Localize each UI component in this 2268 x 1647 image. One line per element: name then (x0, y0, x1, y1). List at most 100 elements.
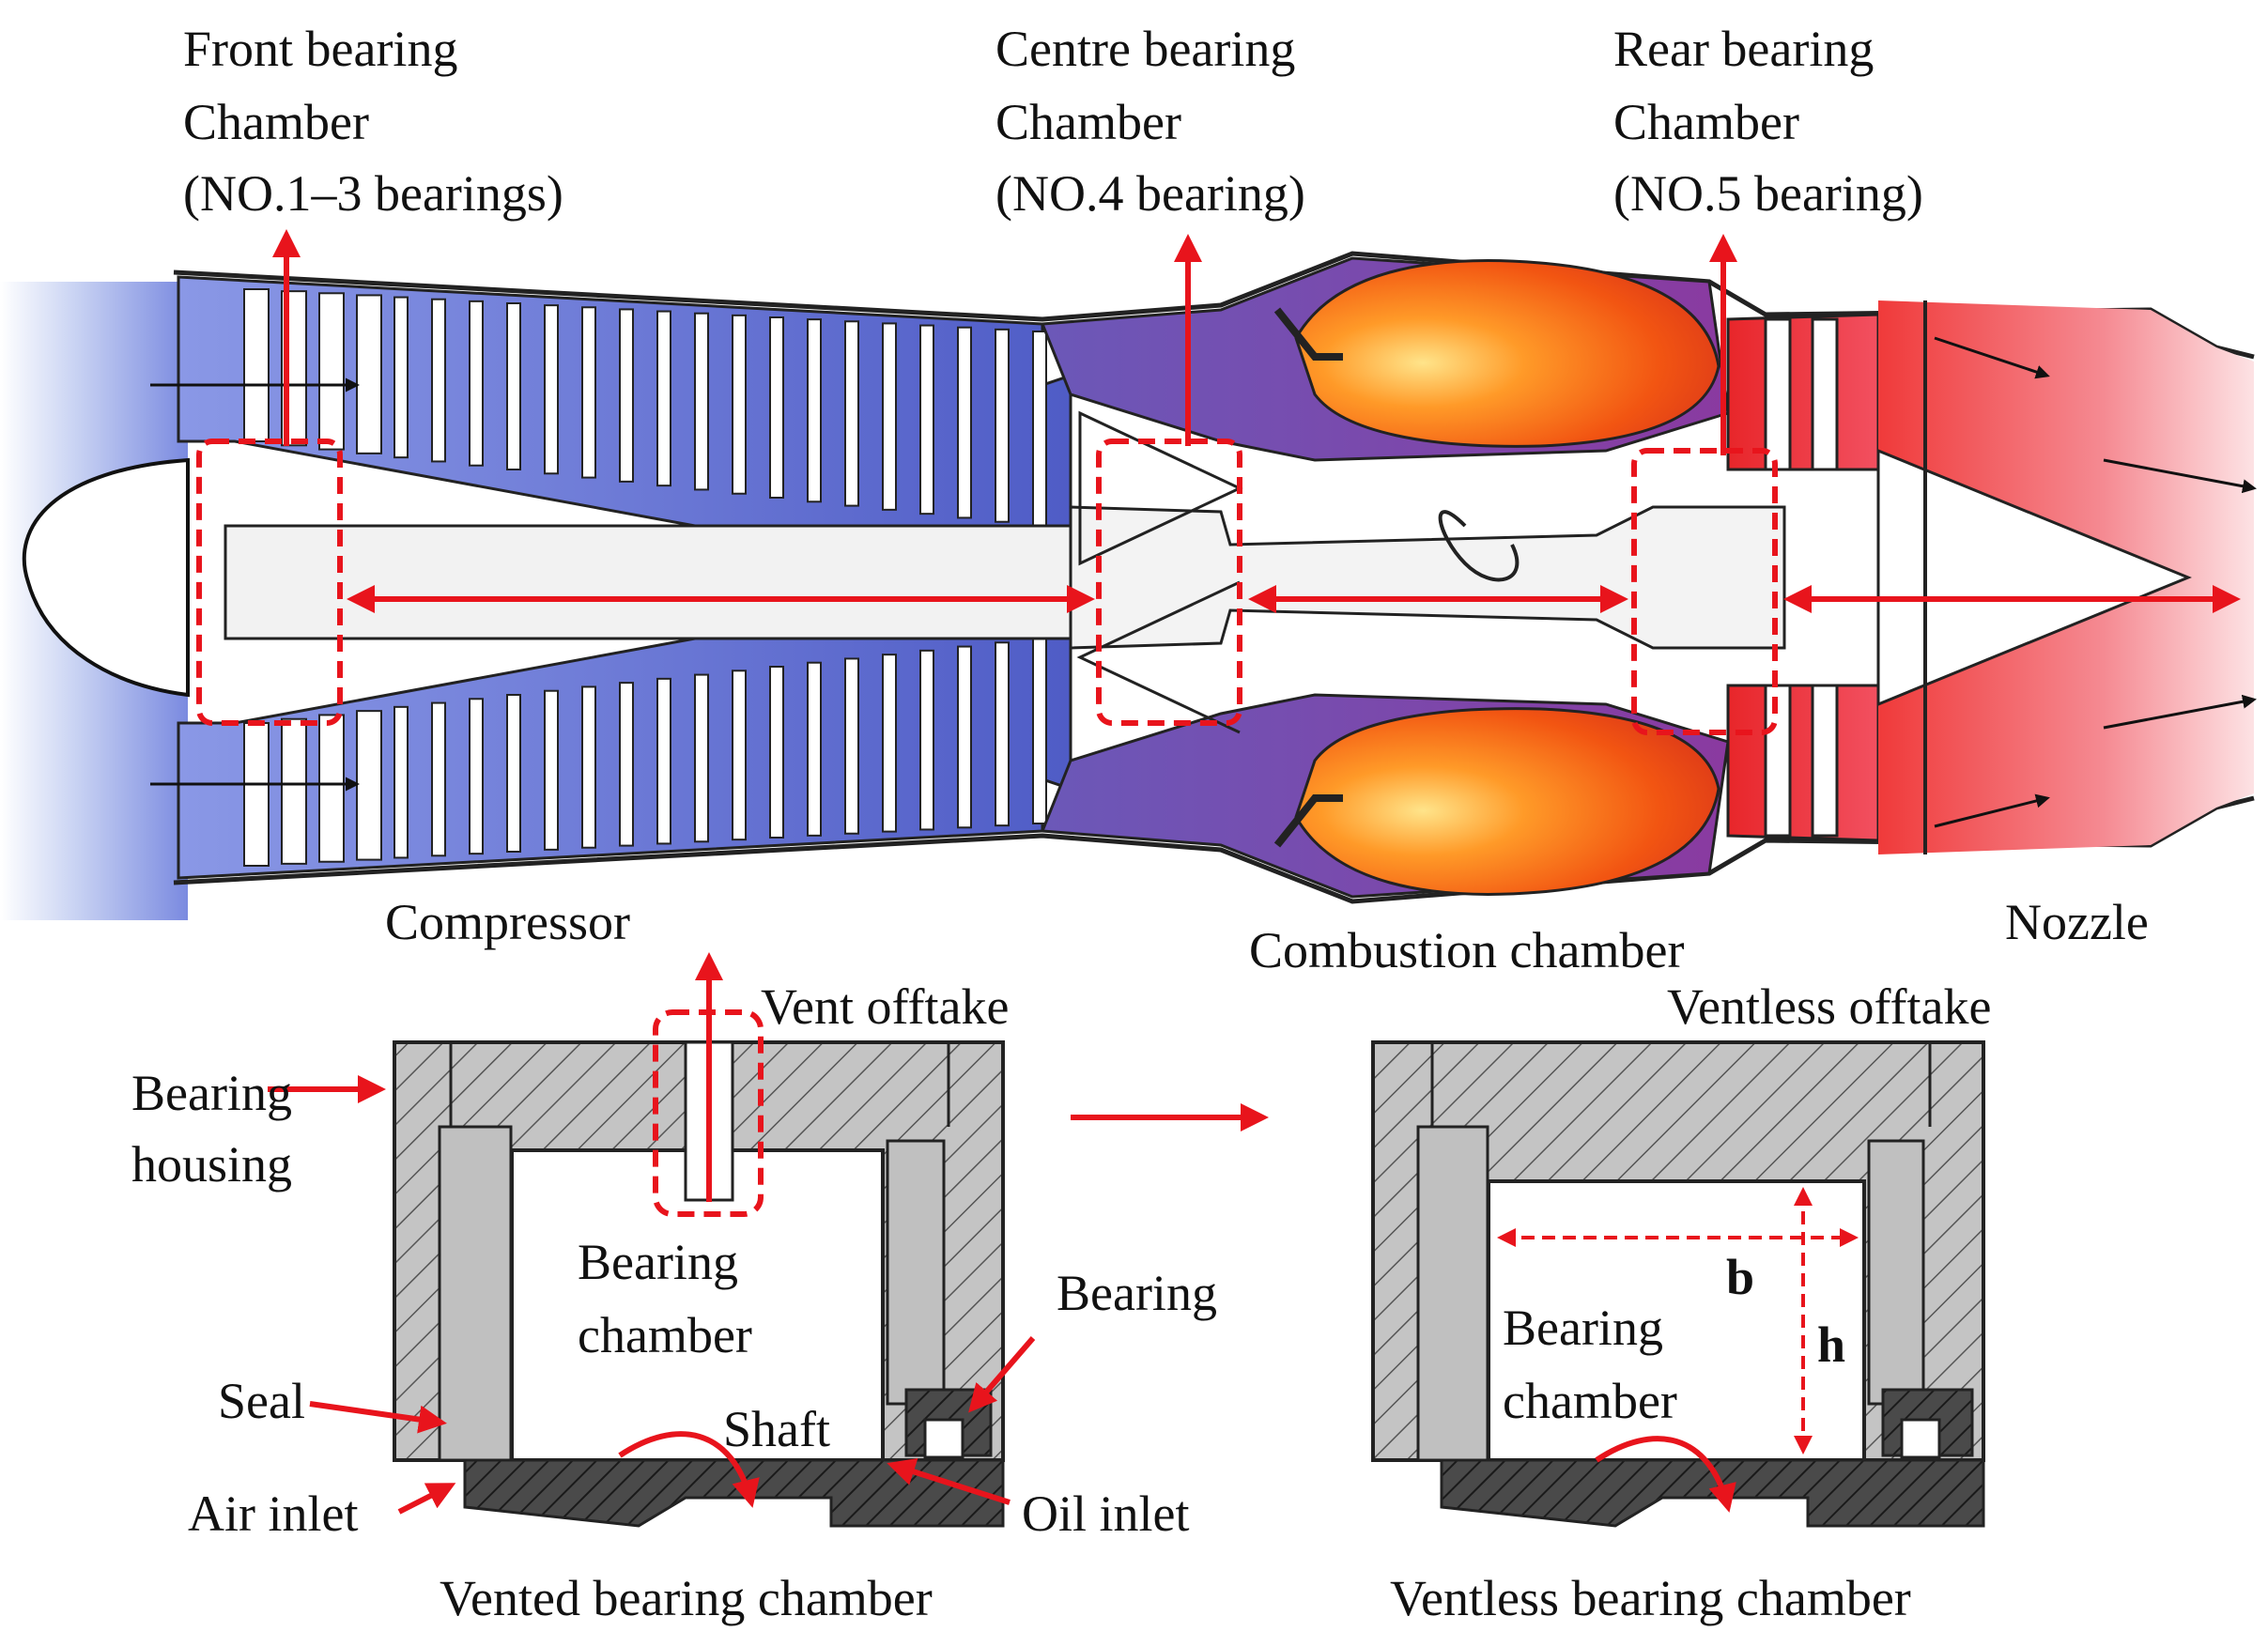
airflow-arrows (150, 336, 2257, 828)
compressor-blade (318, 714, 345, 863)
rear-chamber-box (1631, 448, 1778, 735)
compressor-blade (995, 641, 1010, 827)
flame-can-upper (1294, 259, 1720, 448)
centre-chamber-line3: (NO.4 bearing) (995, 165, 1305, 222)
compressor-blade (506, 694, 521, 853)
bearing-label: Bearing (1057, 1265, 1217, 1321)
rear-chamber-line1: Rear bearing (1613, 21, 1874, 77)
compressor-blade (431, 298, 446, 463)
compressor-blade (919, 324, 934, 516)
compressor-blades (243, 288, 1047, 867)
dimension-h-label: h (1817, 1316, 1845, 1373)
fuel-injector-upper (1273, 307, 1343, 361)
compressor-blade (544, 689, 559, 851)
central-shaft (1069, 505, 1786, 650)
compressor-blade (393, 296, 409, 459)
vented-caption: Vented bearing chamber (440, 1570, 933, 1626)
compressor-blade (281, 717, 307, 865)
compressor-blade (807, 661, 822, 837)
centre-chamber-line2: Chamber (995, 94, 1181, 150)
ventless-seal-right (1867, 1139, 1925, 1406)
compressor-blade (844, 320, 859, 507)
ventless-caption: Ventless bearing chamber (1390, 1570, 1911, 1626)
air-inlet-pointer-arrow (397, 1483, 456, 1515)
compressor-blade (919, 649, 934, 831)
dimension-b-label: b (1726, 1249, 1754, 1305)
compressor-blade (469, 300, 484, 467)
shaft-label: Shaft (723, 1401, 830, 1457)
vented-shaft (463, 1458, 1005, 1528)
chamber-pointer-arrows (272, 229, 1737, 455)
compressor-blade (1032, 331, 1047, 527)
bearing-pointer-arrow (968, 1336, 1036, 1413)
oil-inlet-label: Oil inlet (1022, 1485, 1189, 1542)
rear-chamber-label: Rear bearing Chamber (NO.5 bearing) (1613, 21, 1923, 222)
compressor-blade (882, 322, 897, 511)
centre-chamber-line1: Centre bearing (995, 21, 1295, 77)
vented-chamber-cavity (510, 1148, 885, 1462)
vented-chamber-line2: chamber (578, 1307, 752, 1363)
compressor-blade (506, 302, 521, 470)
vented-seal-left (438, 1125, 513, 1462)
compressor-blade (544, 304, 559, 475)
compressor-blade (656, 310, 671, 487)
fuel-injector-lower (1273, 794, 1343, 848)
compressor-blade (581, 306, 596, 479)
ventless-chamber-line2: chamber (1503, 1373, 1677, 1429)
turbine-stators (1764, 317, 1839, 838)
bearing-chamber-highlights (196, 439, 1778, 735)
vented-chamber-line1: Bearing (578, 1234, 738, 1290)
flame-can-lower (1294, 707, 1720, 896)
compressor-blade (807, 318, 822, 503)
compressor-blade (957, 326, 972, 519)
compressor-blade (356, 294, 382, 454)
nose-cone (22, 457, 190, 698)
vented-chamber-diagram (268, 952, 1036, 1528)
front-chamber-line2: Chamber (183, 94, 369, 150)
nozzle-label: Nozzle (2005, 894, 2149, 950)
rotation-arrow-icon (1438, 510, 1520, 582)
ventless-shaft-rotation-arrow (1595, 1436, 1736, 1513)
turbine-lower (1726, 684, 1880, 842)
ventless-chamber-diagram (1371, 1040, 1985, 1528)
compressor-blade (619, 308, 634, 483)
compressor-drum (224, 524, 1072, 640)
air-inlet-label: Air inlet (188, 1485, 358, 1542)
combustion-chamber-label: Combustion chamber (1249, 922, 1684, 978)
oil-inlet-pointer-arrow (887, 1458, 1011, 1505)
compressor-blade (732, 314, 747, 495)
compressor-blade (732, 670, 747, 841)
centre-chamber-label: Centre bearing Chamber (NO.4 bearing) (995, 21, 1305, 222)
compressor-blade (1032, 638, 1047, 824)
engine-cutaway (0, 229, 2257, 920)
ventless-chamber-line1: Bearing (1503, 1300, 1663, 1356)
compressor-blade (694, 312, 709, 491)
compressor-blade (356, 710, 382, 861)
compressor-blade (957, 645, 972, 829)
bearing-housing-line2: housing (131, 1136, 292, 1193)
compressor-blade (844, 657, 859, 835)
vent-offtake-label: Vent offtake (761, 978, 1009, 1035)
compressor-blade (694, 673, 709, 843)
compressor-blade (581, 685, 596, 849)
front-chamber-label: Front bearing Chamber (NO.1–3 bearings) (183, 21, 563, 222)
compressor-blade (656, 677, 671, 845)
vented-seal-right (886, 1139, 946, 1406)
front-chamber-line1: Front bearing (183, 21, 457, 77)
rear-chamber-line2: Chamber (1613, 94, 1799, 150)
compressor-blade (243, 722, 270, 867)
compressor-blade (393, 705, 409, 859)
front-chamber-line3: (NO.1–3 bearings) (183, 165, 563, 222)
front-chamber-box (196, 439, 343, 726)
seal-pointer-arrow (309, 1401, 447, 1434)
ventless-offtake-label: Ventless offtake (1667, 978, 1991, 1035)
compressor-blade (619, 682, 634, 847)
turbine-upper (1726, 313, 1880, 471)
vented-shaft-rotation-arrow (618, 1431, 760, 1508)
compressor-label: Compressor (385, 894, 630, 950)
compressor-blade (469, 698, 484, 855)
rear-chamber-line3: (NO.5 bearing) (1613, 165, 1923, 222)
compressor-blade (882, 654, 897, 833)
